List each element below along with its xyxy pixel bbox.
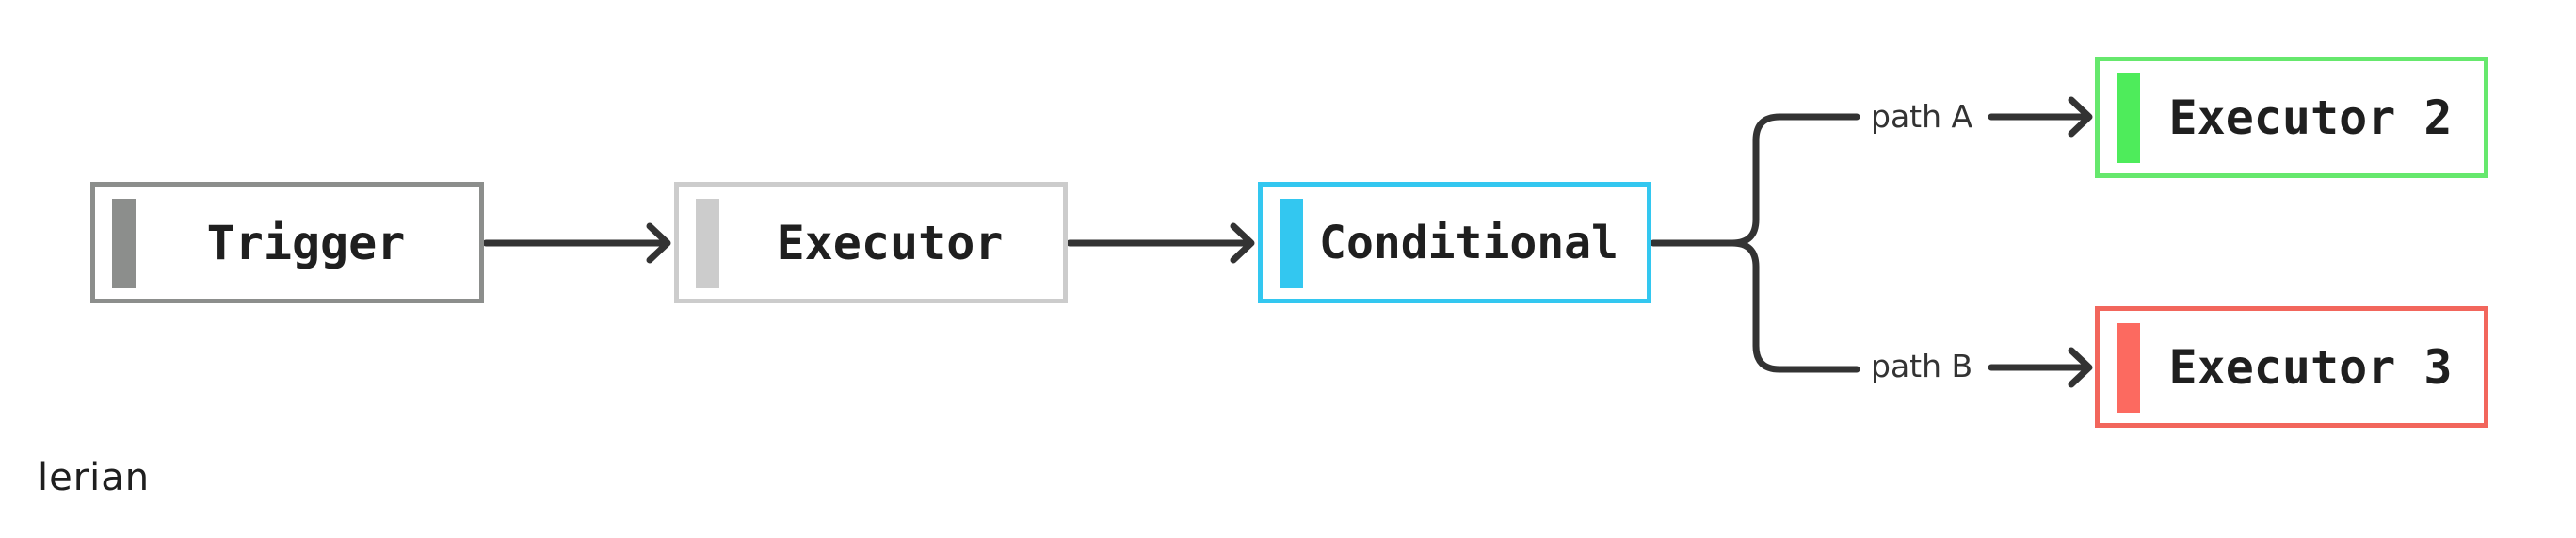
node-executor-label: Executor [776,215,1004,270]
arrowhead-to-executor-icon [646,222,671,264]
branch-label-path-a: path A [1871,98,1973,135]
node-executor-3: Executor 3 [2095,306,2488,428]
node-conditional: Conditional [1258,182,1651,303]
arrowhead-to-executor-2-icon [2068,96,2093,138]
executor-color-bar [696,199,719,288]
executor-2-color-bar [2117,73,2140,163]
node-conditional-label: Conditional [1319,216,1618,269]
executor-3-color-bar [2117,323,2140,413]
node-executor: Executor [674,182,1068,303]
branch-bracket [1650,113,1860,373]
arrowhead-to-executor-3-icon [2068,347,2093,388]
node-executor-2: Executor 2 [2095,57,2488,178]
conditional-color-bar [1280,199,1303,288]
lerian-logo: lerian [38,456,151,499]
branch-label-path-b: path B [1871,348,1973,384]
node-executor-2-label: Executor 2 [2168,90,2453,145]
node-trigger-label: Trigger [206,215,406,270]
trigger-color-bar [112,199,136,288]
arrowhead-to-conditional-icon [1230,222,1255,264]
node-executor-3-label: Executor 3 [2168,339,2453,395]
node-trigger: Trigger [90,182,484,303]
